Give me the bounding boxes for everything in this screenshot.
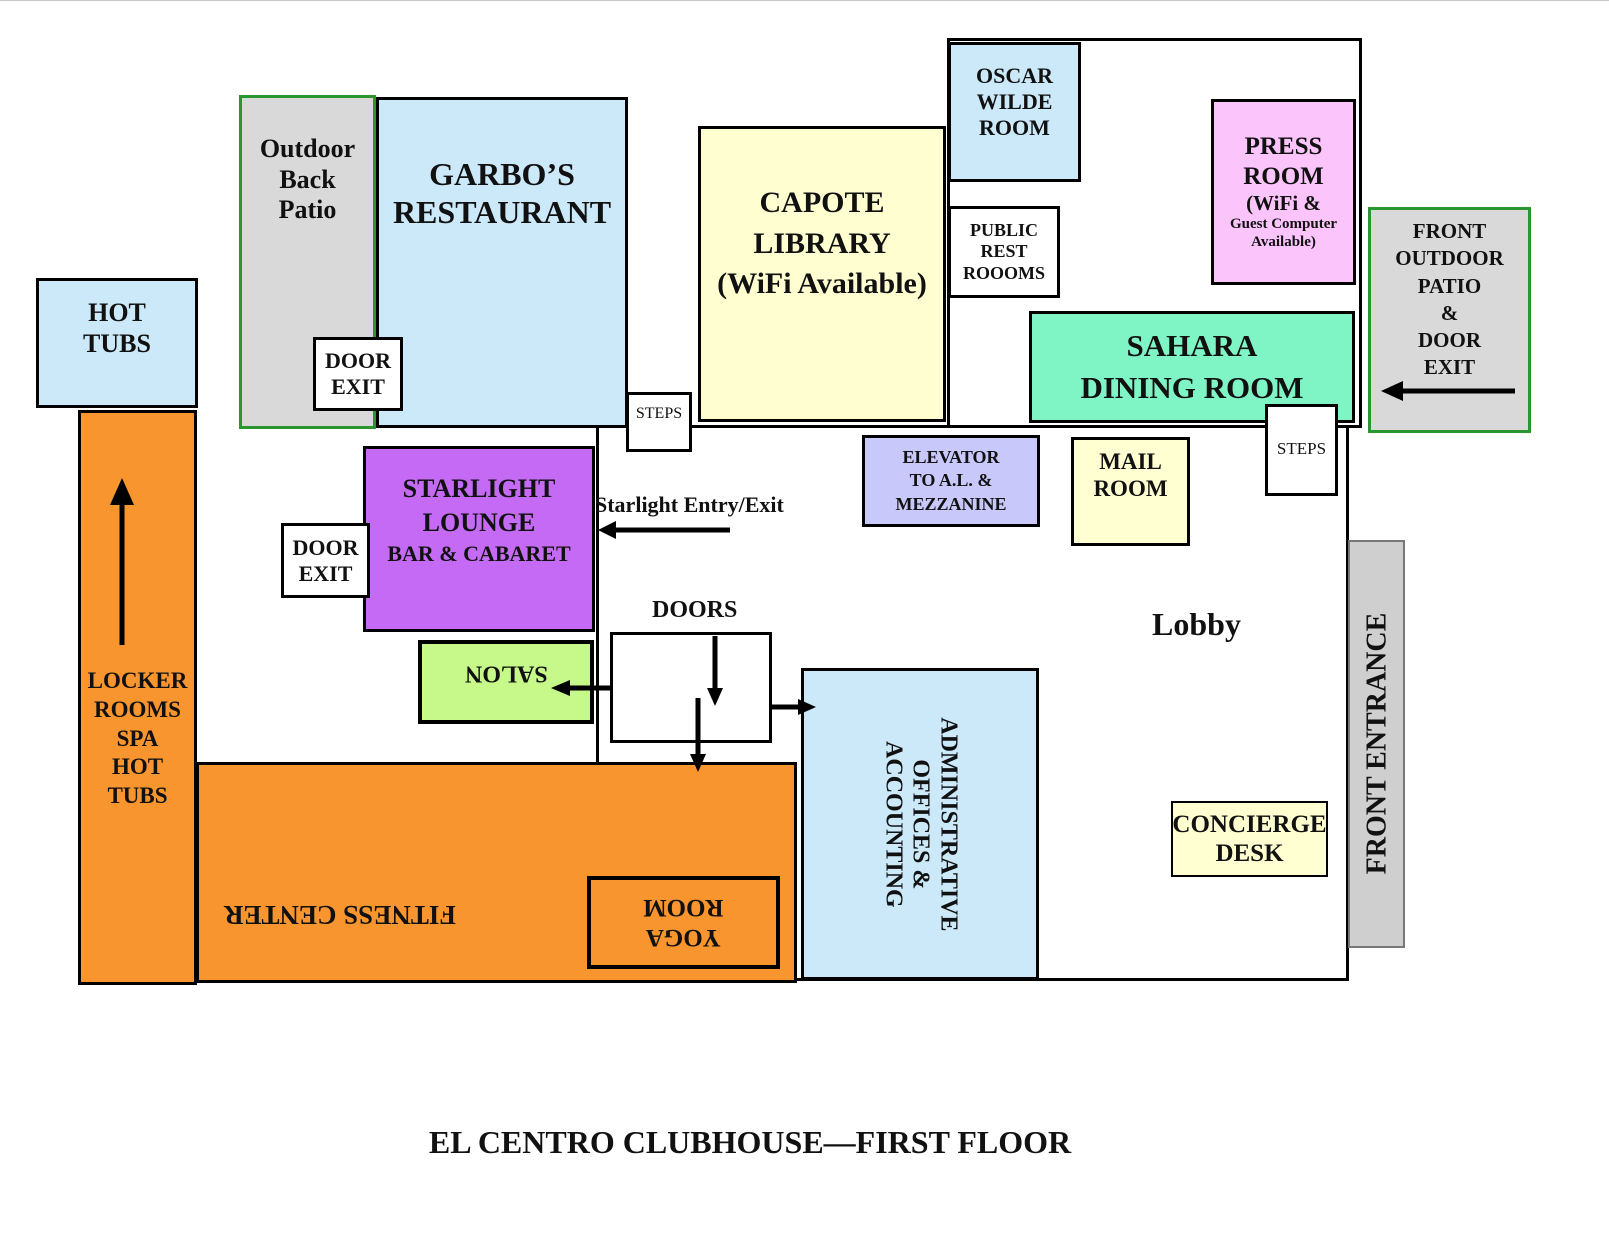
hot-tubs-label-2: TUBS — [83, 329, 151, 358]
lobby-label: Lobby — [1152, 606, 1241, 642]
oscar-wilde-label-3: ROOM — [979, 114, 1050, 140]
press-room-label-5: Available) — [1251, 233, 1316, 250]
starlight-label-1: STARLIGHT — [402, 473, 556, 503]
front-patio-label-1: FRONT — [1412, 219, 1487, 243]
starlight-entry-arrow-head — [598, 521, 616, 539]
concierge-label-2: DESK — [1215, 840, 1284, 867]
back-door-exit-label-2: EXIT — [331, 374, 385, 399]
front-patio-label-6: EXIT — [1423, 355, 1476, 380]
hot-tubs-label-1: HOT — [88, 298, 146, 328]
starlight-label-3: BAR & CABARET — [387, 540, 571, 566]
back-door-exit-label-1: DOOR — [325, 348, 391, 374]
concierge-label-1: CONCIERGE — [1172, 810, 1327, 838]
front-entrance[interactable]: FRONT ENTRANCE — [1348, 540, 1405, 948]
locker-label-4: HOT TUBS — [107, 754, 168, 808]
mail-room-label-2: ROOM — [1093, 476, 1168, 502]
oscar-wilde-label-1: OSCAR — [975, 63, 1053, 89]
press-room-label-2: ROOM — [1243, 162, 1324, 190]
front-outdoor-patio[interactable]: FRONT OUTDOOR PATIO & DOOR EXIT — [1368, 207, 1531, 433]
rest-rooms-label-1: PUBLIC — [969, 220, 1038, 241]
press-room-label-3: (WiFi & — [1246, 191, 1321, 216]
salon-arrow-head — [551, 680, 570, 696]
yoga-room[interactable]: YOGA ROOM — [587, 876, 780, 969]
fitness-arrow-head — [690, 754, 706, 772]
fitness-center[interactable] — [196, 762, 797, 983]
garbos-restaurant[interactable]: GARBO’S RESTAURANT — [376, 97, 628, 428]
capote-label-3: (WiFi Available) — [717, 267, 927, 301]
front-patio-label-2: OUTDOOR — [1395, 246, 1504, 271]
rest-rooms-label-3: ROOOMS — [962, 262, 1045, 283]
locker-rooms-spa[interactable]: LOCKER ROOMS SPA HOT TUBS — [78, 410, 197, 985]
top-rule — [0, 0, 1609, 1]
garbos-label-2: RESTAURANT — [392, 193, 612, 230]
mail-room-label-1: MAIL — [1099, 449, 1162, 474]
back-door-exit[interactable]: DOOR EXIT — [313, 337, 403, 411]
lounge-door-exit-label-1: DOOR — [292, 534, 359, 560]
locker-label-2: ROOMS — [94, 696, 181, 722]
elevator-label-2: TO A.L. & — [909, 470, 993, 491]
hot-tubs-room[interactable]: HOT TUBS — [36, 278, 198, 408]
steps-left[interactable]: STEPS — [626, 392, 692, 452]
starlight-entry-label: Starlight Entry/Exit — [595, 492, 784, 517]
rest-rooms-label-2: REST — [980, 241, 1028, 262]
outdoor-back-patio-label-3: Patio — [278, 195, 337, 225]
elevator[interactable]: ELEVATOR TO A.L. & MEZZANINE — [862, 435, 1040, 527]
mail-room[interactable]: MAIL ROOM — [1071, 437, 1190, 546]
press-room[interactable]: PRESS ROOM (WiFi & Guest Computer Availa… — [1211, 99, 1356, 285]
front-patio-label-3: PATIO — [1417, 273, 1482, 298]
sahara-label-1: SAHARA — [1126, 328, 1258, 364]
locker-up-arrow-head — [110, 478, 134, 505]
capote-label-1: CAPOTE — [759, 186, 885, 220]
lounge-door-exit[interactable]: DOOR EXIT — [281, 523, 370, 598]
elevator-label-3: MEZZANINE — [895, 493, 1007, 514]
starlight-lounge[interactable]: STARLIGHT LOUNGE BAR & CABARET — [363, 446, 595, 632]
oscar-wilde-room[interactable]: OSCAR WILDE ROOM — [948, 42, 1081, 182]
press-room-label-1: PRESS — [1244, 133, 1323, 161]
locker-label-3: SPA — [116, 725, 159, 751]
doors-down-arrow-head — [707, 688, 723, 706]
garbos-label-1: GARBO’S — [429, 156, 575, 192]
starlight-label-2: LOUNGE — [422, 507, 536, 537]
steps-right[interactable]: STEPS — [1265, 404, 1338, 496]
map-title: EL CENTRO CLUBHOUSE—FIRST FLOOR — [428, 1124, 1072, 1160]
oscar-wilde-label-2: WILDE — [976, 89, 1053, 115]
capote-label-2: LIBRARY — [753, 226, 891, 260]
administrative-offices[interactable]: ADMINISTRATIVE OFFICES & ACCOUNTING — [801, 668, 1039, 980]
outdoor-back-patio-label-2: Back — [279, 164, 336, 194]
front-patio-label-5: DOOR — [1418, 328, 1481, 353]
capote-library[interactable]: CAPOTE LIBRARY (WiFi Available) — [698, 126, 946, 422]
front-patio-label-4: & — [1440, 300, 1459, 325]
front-exit-arrow-head — [1381, 381, 1403, 401]
elevator-label-1: ELEVATOR — [902, 446, 1000, 467]
steps-left-label: STEPS — [635, 405, 683, 422]
public-rest-rooms[interactable]: PUBLIC REST ROOOMS — [948, 206, 1060, 298]
admin-arrow-head — [798, 699, 816, 715]
doors-label: DOORS — [652, 597, 738, 623]
sahara-label-2: DINING ROOM — [1080, 370, 1304, 405]
steps-right-label: STEPS — [1276, 439, 1327, 458]
lounge-door-exit-label-2: EXIT — [298, 560, 353, 586]
press-room-label-4: Guest Computer — [1229, 216, 1338, 233]
outdoor-back-patio-label-1: Outdoor — [259, 134, 356, 163]
concierge-desk[interactable]: CONCIERGE DESK — [1171, 801, 1328, 877]
locker-label-1: LOCKER — [87, 668, 188, 693]
salon[interactable]: SALON — [418, 640, 594, 724]
